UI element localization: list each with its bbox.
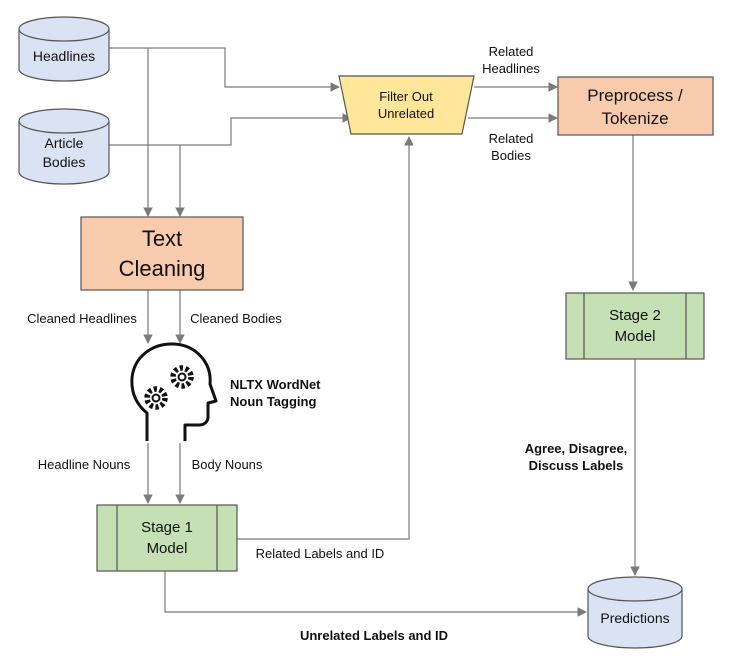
stage1-label-line2: Model bbox=[147, 540, 188, 557]
stage2-label-line1: Stage 2 bbox=[609, 307, 661, 324]
preprocess-label-line1: Preprocess / bbox=[587, 86, 683, 105]
article-bodies-label-line1: Article bbox=[45, 135, 84, 151]
filter-label-line1: Filter Out bbox=[379, 89, 433, 104]
text-cleaning-label-line1: Text bbox=[142, 226, 182, 251]
filter-shape bbox=[338, 75, 475, 135]
filter-label-line2: Unrelated bbox=[378, 106, 434, 121]
gear-icon bbox=[170, 365, 194, 389]
filter-node: Filter Out Unrelated bbox=[338, 75, 475, 135]
headlines-label: Headlines bbox=[33, 48, 95, 64]
stage2-box bbox=[565, 292, 705, 360]
noun-tagging-label-line2: Noun Tagging bbox=[230, 394, 316, 409]
related-bodies-label-line1: Related bbox=[489, 131, 534, 146]
body-nouns-label: Body Nouns bbox=[192, 457, 263, 472]
cleaned-headlines-label: Cleaned Headlines bbox=[27, 311, 137, 326]
preprocess-node: Preprocess / Tokenize bbox=[557, 76, 714, 136]
edge-labels: Related Headlines Related Bodies Cleaned… bbox=[27, 44, 627, 643]
stage2-labels-label-line1: Agree, Disagree, bbox=[525, 441, 628, 456]
edges bbox=[109, 47, 640, 617]
gear-hub bbox=[151, 393, 161, 403]
related-labels-label: Related Labels and ID bbox=[256, 546, 385, 561]
related-headlines-label-line1: Related bbox=[489, 44, 534, 59]
noun-tagging-label-line1: NLTX WordNet bbox=[230, 377, 321, 392]
article-bodies-label-line2: Bodies bbox=[43, 154, 86, 170]
database-top bbox=[587, 576, 683, 602]
edge-stage1-to-predictions bbox=[164, 571, 587, 617]
stage2-node: Stage 2 Model bbox=[565, 292, 705, 360]
preprocess-label-line2: Tokenize bbox=[601, 109, 668, 128]
stage1-label-line1: Stage 1 bbox=[141, 519, 193, 536]
predictions-database: Predictions bbox=[587, 576, 683, 649]
text-cleaning-box bbox=[80, 216, 244, 291]
article-bodies-database: Article Bodies bbox=[18, 108, 110, 185]
stage2-labels-label-line2: Discuss Labels bbox=[529, 458, 624, 473]
gear-hub bbox=[177, 372, 187, 382]
head-gears-icon bbox=[130, 342, 218, 441]
text-cleaning-label-line2: Cleaning bbox=[119, 256, 206, 281]
unrelated-labels-label: Unrelated Labels and ID bbox=[300, 628, 448, 643]
database-top bbox=[18, 16, 110, 42]
text-cleaning-node: Text Cleaning bbox=[80, 216, 244, 291]
noun-tagging-node: NLTX WordNet Noun Tagging bbox=[130, 342, 321, 441]
edge-stage1-to-filter bbox=[237, 136, 414, 540]
stage1-node: Stage 1 Model bbox=[96, 504, 238, 572]
database-top bbox=[18, 108, 110, 134]
cleaned-bodies-label: Cleaned Bodies bbox=[190, 311, 282, 326]
database-icon bbox=[18, 121, 110, 185]
stage1-box bbox=[96, 504, 238, 572]
database-icon bbox=[587, 589, 683, 649]
related-headlines-label-line2: Headlines bbox=[482, 61, 540, 76]
headlines-database: Headlines bbox=[18, 16, 110, 82]
stage2-label-line2: Model bbox=[615, 328, 656, 345]
predictions-label: Predictions bbox=[600, 610, 669, 626]
preprocess-box bbox=[557, 76, 714, 136]
related-bodies-label-line2: Bodies bbox=[491, 148, 531, 163]
headline-nouns-label: Headline Nouns bbox=[38, 457, 131, 472]
edge-bodies-to-filter bbox=[109, 113, 352, 146]
gear-icon bbox=[144, 386, 168, 410]
database-icon bbox=[18, 29, 110, 82]
edge-headlines-to-filter bbox=[109, 47, 340, 92]
